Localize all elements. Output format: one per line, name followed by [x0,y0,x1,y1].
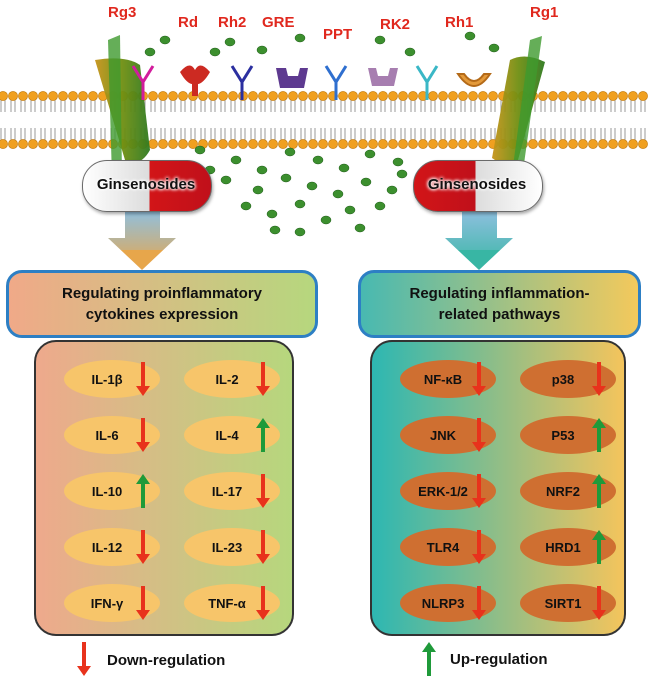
left-channel-arrow [108,35,122,178]
lipid-bilayer [0,91,648,149]
down-arrow-icon [472,530,486,564]
down-arrow-icon [136,530,150,564]
pathway-item-label: NF-κB [423,371,463,387]
pathway-item-label: ERK-1/2 [418,483,468,499]
legend-down-label: Down-regulation [107,652,226,669]
down-arrow-icon [256,586,270,620]
cytokine-item-label: IL-17 [211,483,243,499]
left-category-box: Regulating proinflammatory cytokines exp… [6,270,318,338]
cytokine-item-label: IL-12 [91,539,123,555]
down-arrow-icon [136,418,150,452]
pathway-item-label: NRF2 [546,483,580,499]
left-category-title-line1: Regulating proinflammatory [61,285,263,302]
left-ginsenoside-capsule [82,160,212,212]
ligand-rk2-label: RK2 [380,16,411,33]
pathway-item-label: TLR4 [426,539,460,555]
up-arrow-icon [136,474,150,508]
ligand-rh1-label: Rh1 [445,14,474,31]
up-arrow-icon [592,418,606,452]
receptor-rk2-icon [368,68,398,86]
left-channel-tube [95,58,150,163]
receptor-rg1-icon [456,73,492,87]
ginsenoside-particles [144,31,500,237]
up-arrow-icon [592,474,606,508]
right-channel-arrow [512,36,542,178]
pathway-item-label: SIRT1 [544,595,582,611]
left-capsule-label: Ginsenosides [96,176,196,193]
down-arrow-icon [472,418,486,452]
ligand-rh2-label: Rh2 [218,14,247,31]
down-arrow-icon [472,586,486,620]
cytokine-item-label: IL-4 [215,427,239,443]
right-capsule-label: Ginsenosides [427,176,527,193]
receptor-rh1-icon [415,65,439,100]
pathway-item-label: JNK [429,427,456,443]
down-arrow-icon [256,530,270,564]
legend-down-arrow-icon [77,642,91,676]
right-category-title-line1: Regulating inflammation- [409,285,590,302]
down-arrow-icon [592,586,606,620]
legend-up-arrow-icon [422,642,436,676]
pathway-item-label: p38 [551,371,575,387]
down-arrow-icon [472,362,486,396]
down-arrow-icon [256,474,270,508]
up-arrow-icon [592,530,606,564]
receptor-rh2-icon [230,65,254,100]
cytokine-item-label: IL-10 [91,483,123,499]
down-arrow-icon [136,586,150,620]
cytokine-item-label: IL-2 [215,371,239,387]
down-arrow-icon [592,362,606,396]
right-ginsenoside-capsule [413,160,543,212]
cytokine-item-label: IL-6 [95,427,119,443]
ligand-ppt-label: PPT [323,26,353,43]
ligand-rg3-label: Rg3 [108,4,137,21]
pathway-item-label: NLRP3 [421,595,465,611]
receptor-gre-icon [276,68,308,88]
cytokine-item-label: IL-23 [211,539,243,555]
flow-arrow-tips [120,250,501,270]
right-flow-arrow [445,210,513,250]
cytokine-item-label: IFN-γ [90,595,124,611]
legend-up-label: Up-regulation [450,651,548,668]
left-flow-arrow [108,210,176,250]
right-category-box: Regulating inflammation- related pathway… [358,270,641,338]
pathway-item-label: P53 [551,427,575,443]
down-arrow-icon [136,362,150,396]
pathway-item-label: HRD1 [545,539,581,555]
left-category-title-line2: cytokines expression [85,306,239,323]
down-arrow-icon [472,474,486,508]
ligand-rg1-label: Rg1 [530,4,559,21]
right-category-title-line2: related pathways [438,306,561,323]
receptor-rd-icon [180,65,210,96]
receptor-rg3-icon [131,65,155,100]
down-arrow-icon [256,362,270,396]
cell-membrane-scene [0,31,648,250]
receptor-ppt-icon [324,65,348,100]
cytokine-item-label: TNF-α [208,595,246,611]
up-arrow-icon [256,418,270,452]
cytokine-item-label: IL-1β [91,371,123,387]
ligand-rd-label: Rd [178,14,198,31]
ligand-gre-label: GRE [262,14,295,31]
